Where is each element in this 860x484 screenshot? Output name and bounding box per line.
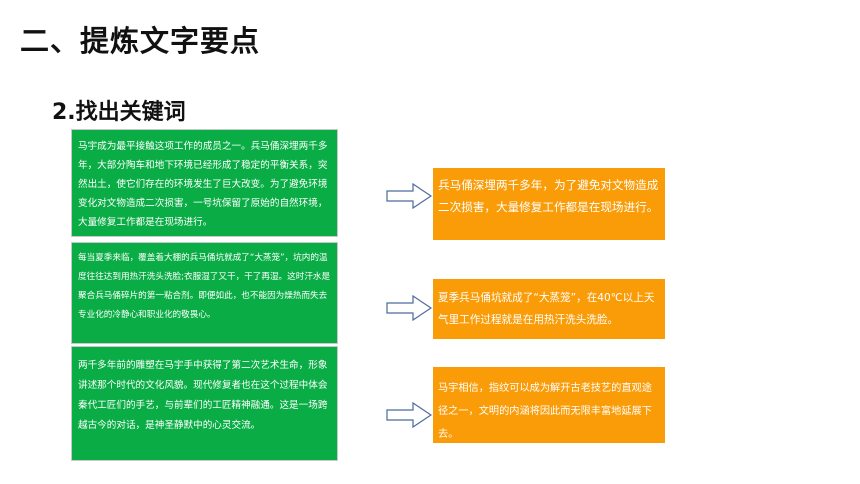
right-arrow-icon	[386, 295, 432, 321]
right-arrow-icon	[386, 183, 432, 209]
keyword-box-1: 兵马俑深埋两千多年，为了避免对文物造成二次损害，大量修复工作都是在现场进行。	[433, 168, 665, 240]
slide-title: 二、提炼文字要点	[20, 24, 261, 58]
keyword-box-2: 夏季兵马俑坑就成了“大蒸笼”，在40℃以上天气里工作过程就是在用热汗洗头洗脸。	[433, 279, 665, 339]
passage-box-1: 马宇成为最平接触这项工作的成员之一。兵马俑深埋两千多年，大部分陶车和地下环境已经…	[71, 129, 338, 237]
passage-box-2: 每当夏季来临，覆盖着大棚的兵马俑坑就成了“大蒸笼”，坑内的温度往往达到用热汗洗头…	[71, 242, 338, 344]
keyword-box-3: 马宇相信，指纹可以成为解开古老技艺的直观途径之一，文明的内涵将因此而无限丰富地延…	[433, 367, 665, 443]
slide-subtitle: 2.找出关键词	[52, 100, 186, 125]
right-arrow-icon	[386, 402, 432, 428]
passage-box-3: 两千多年前的雕塑在马宇手中获得了第二次艺术生命，形象讲述那个时代的文化风貌。现代…	[71, 346, 338, 461]
